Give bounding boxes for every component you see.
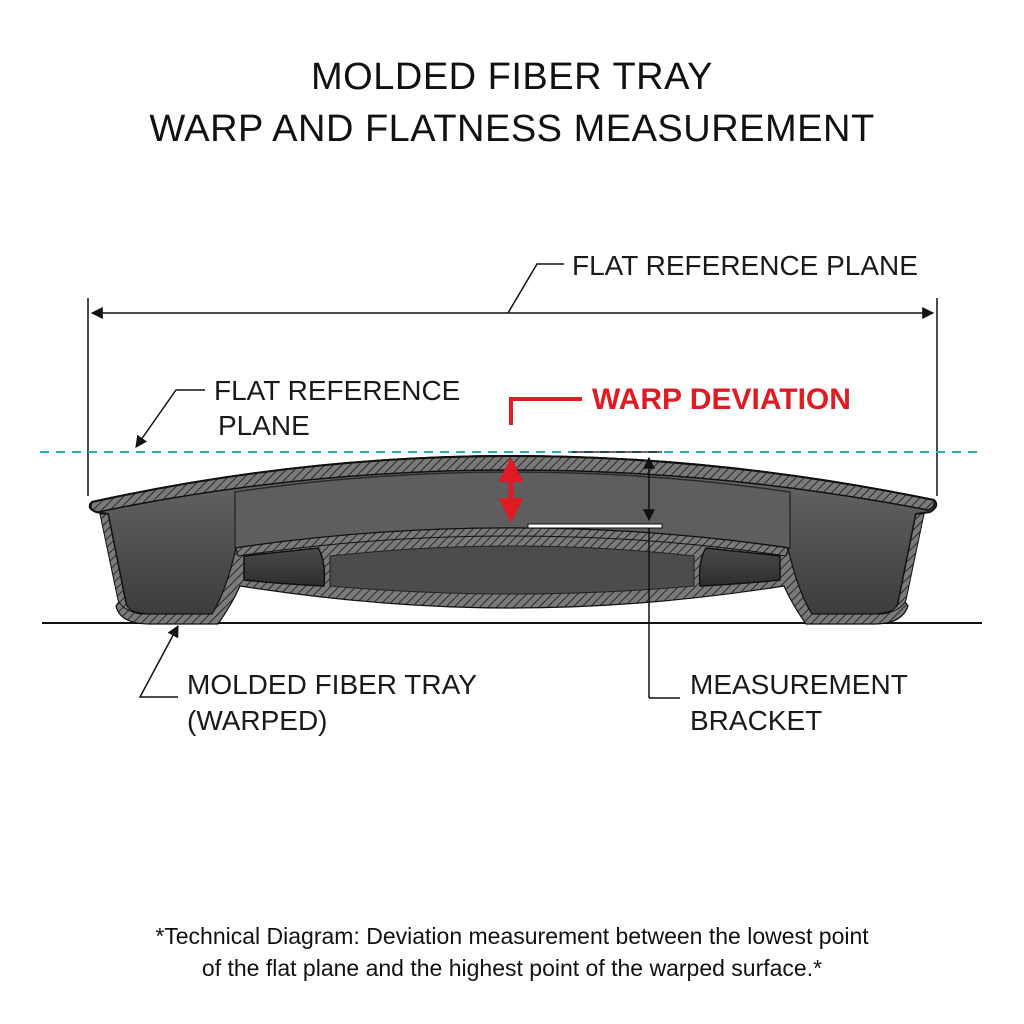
overall-span-dimension: [87, 263, 938, 496]
diagram-title-line2: WARP AND FLATNESS MEASUREMENT: [149, 108, 875, 150]
diagram-caption: *Technical Diagram: Deviation measuremen…: [0, 920, 1024, 984]
left-reference-plane-label-line2: PLANE: [218, 410, 310, 441]
tray-label-line1: MOLDED FIBER TRAY: [187, 669, 477, 700]
left-reference-plane-label-line1: FLAT REFERENCE: [214, 375, 461, 406]
tray-label-leader: [138, 624, 179, 698]
molded-fiber-tray: [88, 454, 938, 625]
caption-line1: *Technical Diagram: Deviation measuremen…: [155, 923, 869, 949]
warp-deviation-label: WARP DEVIATION: [592, 383, 851, 416]
top-reference-plane-label: FLAT REFERENCE PLANE: [572, 250, 918, 281]
diagram-title-line1: MOLDED FIBER TRAY: [311, 56, 713, 98]
tray-label-line2: (WARPED): [187, 705, 328, 736]
bracket-label-line1: MEASUREMENT: [690, 669, 908, 700]
measurement-bracket: [527, 451, 680, 699]
caption-line2: of the flat plane and the highest point …: [201, 955, 823, 981]
left-reference-leader: [135, 389, 205, 448]
bracket-label-line2: BRACKET: [690, 705, 823, 736]
warp-deviation-arrow: [498, 397, 582, 523]
